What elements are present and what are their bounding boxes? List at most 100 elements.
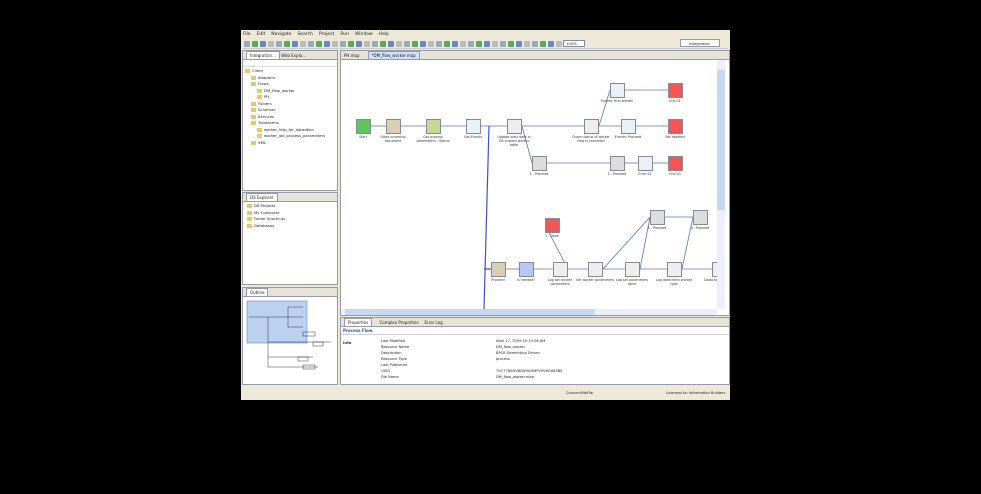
menu-window[interactable]: Window	[354, 32, 373, 37]
tab-ds-explorer[interactable]: DS Explorer	[246, 193, 278, 201]
flow-node-decision[interactable]	[519, 262, 534, 277]
tree-item[interactable]: XML	[245, 140, 335, 147]
ds-tree-item[interactable]: DS Projects	[247, 203, 333, 210]
flow-node-event[interactable]	[621, 119, 636, 134]
flow-connector[interactable]	[639, 216, 651, 270]
flow-node-proceed[interactable]	[610, 156, 625, 171]
flow-node-end[interactable]	[668, 119, 683, 134]
toolbar-button-icon[interactable]	[556, 41, 562, 47]
toolbar-button-icon[interactable]	[420, 41, 426, 47]
flow-connector[interactable]	[521, 125, 533, 164]
tree-item[interactable]: worker_job_process_parameters	[245, 133, 335, 140]
flow-node-gear[interactable]	[584, 119, 599, 134]
flow-node-end[interactable]	[668, 83, 683, 98]
flow-node-gear[interactable]	[667, 262, 682, 277]
tree-item[interactable]: Schemas	[245, 107, 335, 114]
menu-run[interactable]: Run	[340, 32, 349, 37]
toolbar-button-icon[interactable]	[244, 41, 250, 47]
tab-integration[interactable]: Integration...	[246, 51, 280, 59]
tree-item[interactable]: Services	[245, 114, 335, 121]
toolbar-button-icon[interactable]	[260, 41, 266, 47]
toolbar-button-icon[interactable]	[340, 41, 346, 47]
toolbar-button-icon[interactable]	[404, 41, 410, 47]
menu-help[interactable]: Help	[378, 32, 389, 37]
toolbar-button-icon[interactable]	[532, 41, 538, 47]
tree-item[interactable]: DM_flow_worker	[245, 88, 335, 95]
flow-connector[interactable]	[483, 125, 491, 309]
flow-node-get[interactable]	[426, 119, 441, 134]
zoom-select[interactable]: 100%	[563, 40, 585, 47]
toolbar-button-icon[interactable]	[484, 41, 490, 47]
flow-node-gear[interactable]	[625, 262, 640, 277]
tab-dm-flow-worker[interactable]: *DM_flow_worker.map	[367, 51, 420, 59]
toolbar-button-icon[interactable]	[284, 41, 290, 47]
ds-tree-item[interactable]: Folder Shortcuts	[247, 216, 333, 223]
tree-item[interactable]: worker_http_for_datadtion	[245, 127, 335, 134]
flow-node-end[interactable]	[545, 218, 560, 233]
toolbar-button-icon[interactable]	[436, 41, 442, 47]
toolbar-button-icon[interactable]	[412, 41, 418, 47]
toolbar-button-icon[interactable]	[356, 41, 362, 47]
tab-properties[interactable]: Properties	[344, 318, 373, 326]
tree-item[interactable]: Flows	[245, 81, 335, 88]
flow-node-event[interactable]	[610, 83, 625, 98]
flow-node-event[interactable]	[466, 119, 481, 134]
flow-node-end[interactable]	[668, 156, 683, 171]
toolbar-button-icon[interactable]	[548, 41, 554, 47]
toolbar-button-icon[interactable]	[444, 41, 450, 47]
menu-file[interactable]: File	[243, 32, 251, 37]
toolbar-button-icon[interactable]	[308, 41, 314, 47]
toolbar-button-icon[interactable]	[380, 41, 386, 47]
toolbar-button-icon[interactable]	[524, 41, 530, 47]
tab-web-explorer[interactable]: Web Explo...	[281, 53, 306, 58]
toolbar-button-icon[interactable]	[476, 41, 482, 47]
toolbar-button-icon[interactable]	[396, 41, 402, 47]
toolbar-button-icon[interactable]	[268, 41, 274, 47]
ds-tree-item[interactable]: Databases	[247, 223, 333, 230]
flow-connector[interactable]	[598, 89, 611, 127]
flow-node-store[interactable]	[491, 262, 506, 277]
toolbar-button-icon[interactable]	[388, 41, 394, 47]
toolbar-button-icon[interactable]	[252, 41, 258, 47]
toolbar-button-icon[interactable]	[324, 41, 330, 47]
horizontal-scrollbar[interactable]	[341, 309, 717, 315]
flow-node-event[interactable]	[638, 156, 653, 171]
info-tab[interactable]: Info	[343, 340, 352, 345]
toolbar-button-icon[interactable]	[516, 41, 522, 47]
tree-item[interactable]: Client	[245, 68, 335, 75]
flow-node-gear[interactable]	[712, 262, 717, 277]
flow-node-gear[interactable]	[588, 262, 603, 277]
flow-node-gear[interactable]	[507, 119, 522, 134]
menu-edit[interactable]: Edit	[256, 32, 266, 37]
toolbar-button-icon[interactable]	[468, 41, 474, 47]
flow-node-start[interactable]	[356, 119, 371, 134]
flow-node-proceed[interactable]	[532, 156, 547, 171]
menu-navigate[interactable]: Navigate	[271, 32, 292, 37]
toolbar-button-icon[interactable]	[316, 41, 322, 47]
toolbar-button-icon[interactable]	[372, 41, 378, 47]
flow-connector[interactable]	[681, 216, 694, 270]
tree-item[interactable]: PH	[245, 94, 335, 101]
flow-connector[interactable]	[602, 216, 651, 270]
tab-ph-map[interactable]: PH.map	[344, 53, 360, 58]
flow-node-proceed[interactable]	[650, 210, 665, 225]
toolbar-button-icon[interactable]	[300, 41, 306, 47]
toolbar-button-icon[interactable]	[364, 41, 370, 47]
tree-item[interactable]: Folders	[245, 101, 335, 108]
flow-node-store[interactable]	[386, 119, 401, 134]
toolbar-button-icon[interactable]	[492, 41, 498, 47]
vertical-scrollbar[interactable]	[717, 60, 725, 309]
toolbar-button-icon[interactable]	[540, 41, 546, 47]
toolbar-button-icon[interactable]	[428, 41, 434, 47]
toolbar-button-icon[interactable]	[500, 41, 506, 47]
toolbar-button-icon[interactable]	[276, 41, 282, 47]
ds-tree-item[interactable]: My Computer	[247, 210, 333, 217]
menu-search[interactable]: Search	[297, 32, 313, 37]
toolbar-button-icon[interactable]	[332, 41, 338, 47]
toolbar-button-icon[interactable]	[460, 41, 466, 47]
flow-node-proceed[interactable]	[693, 210, 708, 225]
outline-thumbnail[interactable]	[243, 297, 337, 385]
toolbar-button-icon[interactable]	[452, 41, 458, 47]
tab-error-log[interactable]: Error Log	[424, 320, 443, 325]
menu-project[interactable]: Project	[318, 32, 335, 37]
